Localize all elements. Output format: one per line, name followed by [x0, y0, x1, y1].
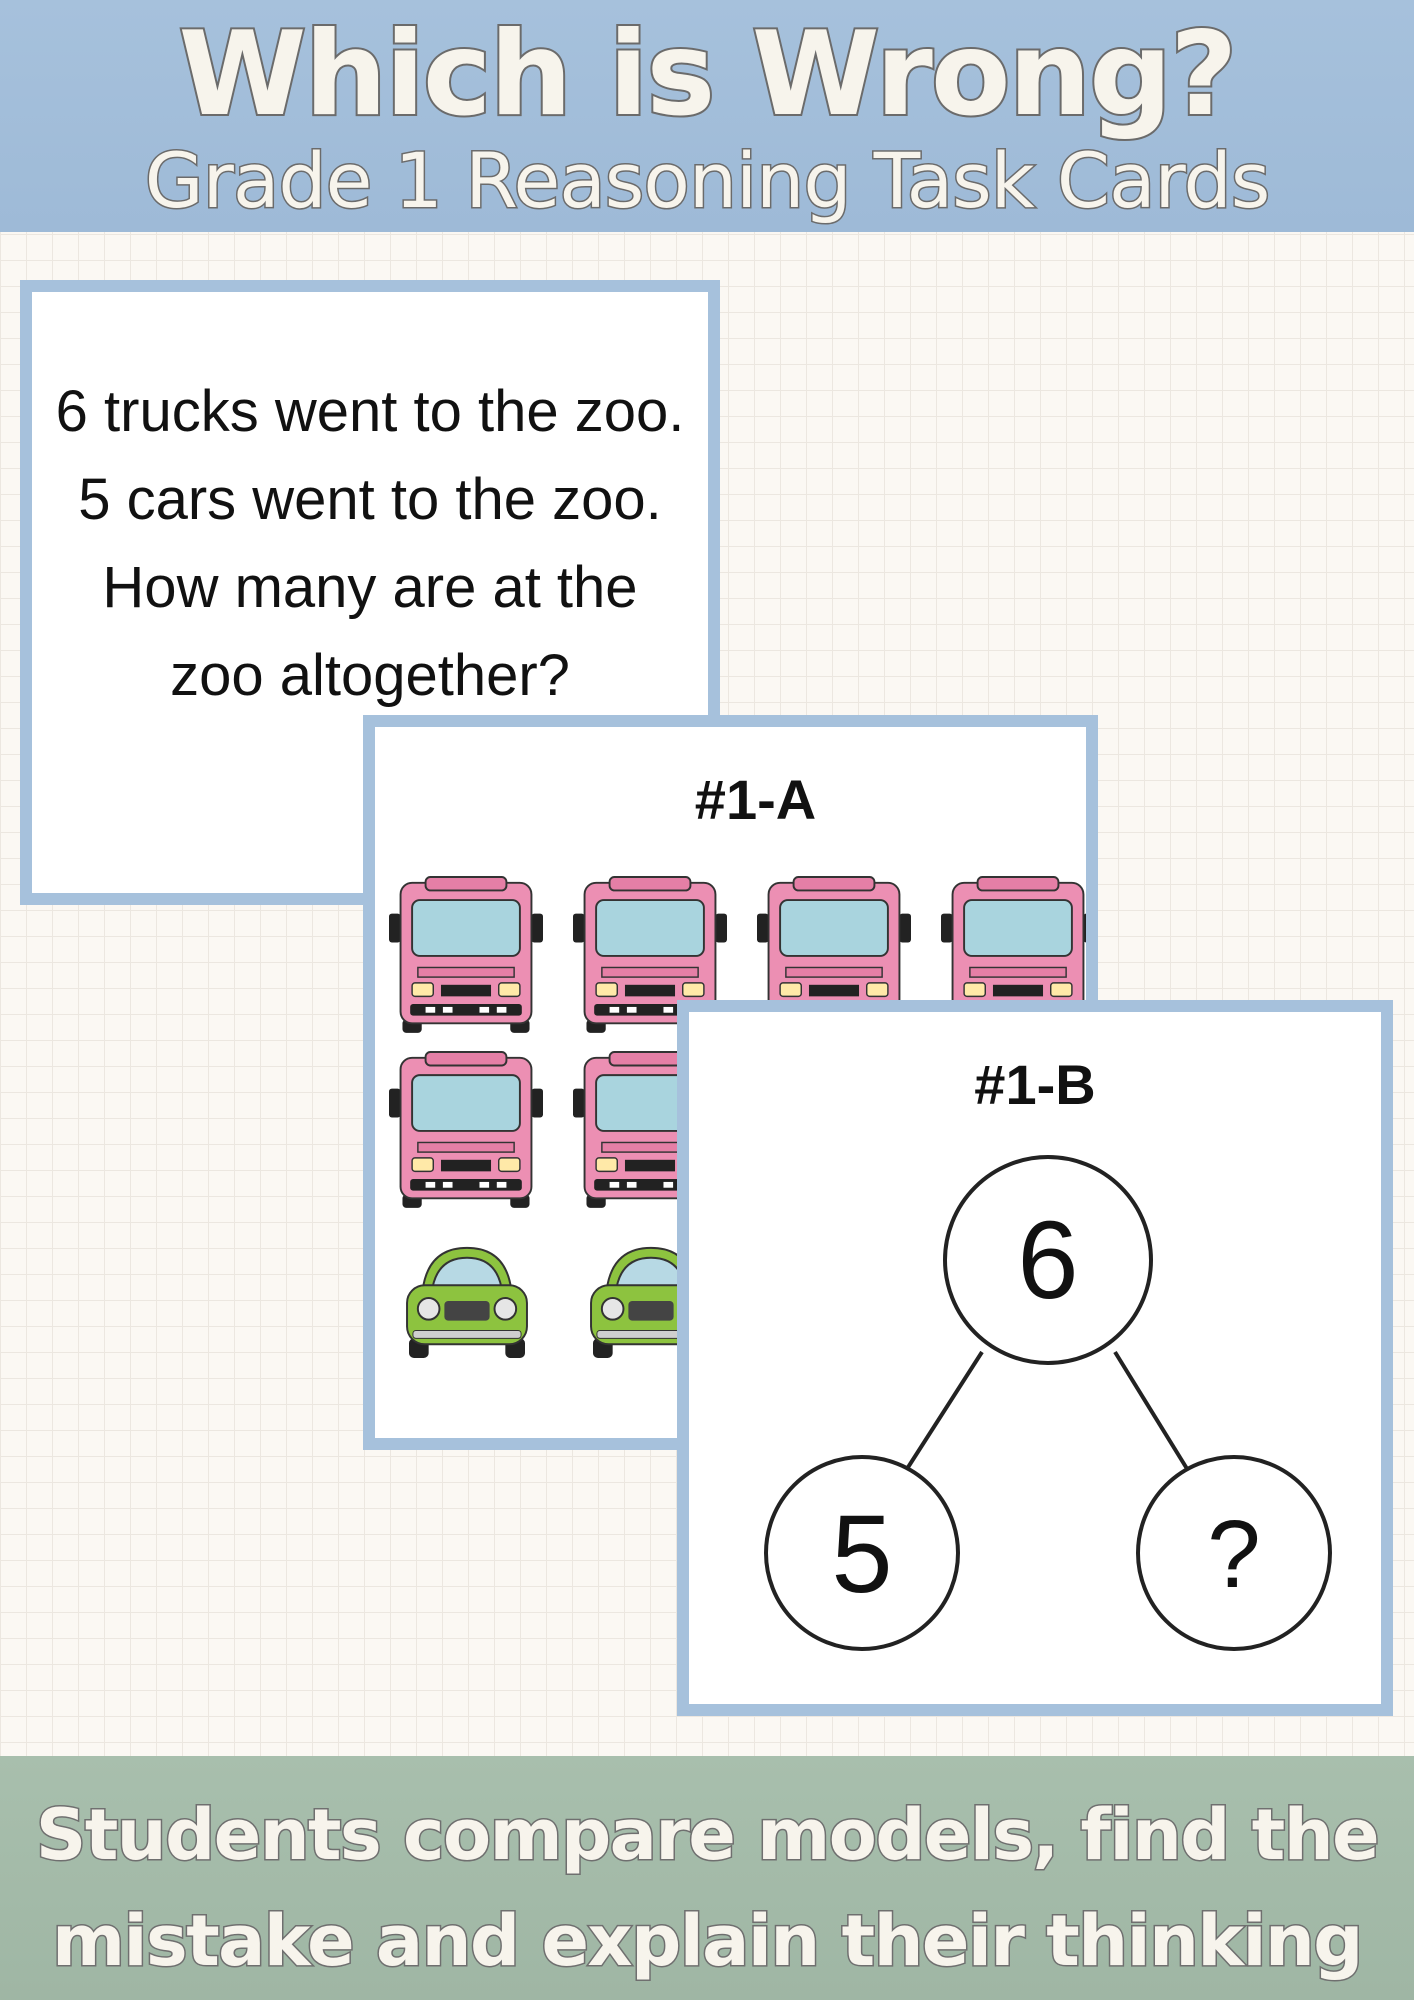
- bond-part-left-circle: [764, 1455, 960, 1651]
- footer-banner: Students compare models, find the mistak…: [0, 1756, 1414, 2000]
- model-card-b: #1-B 6 5 ?: [677, 1000, 1393, 1716]
- page-title: Which is Wrong?: [177, 7, 1240, 142]
- question-card: 6 trucks went to the zoo. 5 cars went to…: [20, 280, 720, 905]
- bond-line-right: [1113, 1350, 1191, 1474]
- bond-line-left: [903, 1350, 984, 1474]
- bond-part-right-circle: [1136, 1455, 1332, 1651]
- card-b-label: #1-B: [974, 1053, 1096, 1116]
- number-bond: 6 5 ?: [764, 1155, 1332, 1651]
- car-icon: [403, 1242, 531, 1358]
- header-banner: Which is Wrong? Grade 1 Reasoning Task C…: [0, 0, 1414, 232]
- card-a-label: #1-A: [694, 768, 817, 831]
- bond-part-right-value: ?: [1207, 1501, 1260, 1608]
- bond-part-left-value: 5: [831, 1493, 892, 1616]
- truck-icon: [389, 1050, 543, 1208]
- page-subtitle: Grade 1 Reasoning Task Cards: [143, 136, 1272, 225]
- truck-icon: [389, 875, 543, 1033]
- footer-line-2: mistake and explain their thinking: [51, 1899, 1365, 1984]
- footer-text: Students compare models, find the mistak…: [0, 1782, 1414, 1994]
- bond-whole-circle: [943, 1155, 1153, 1365]
- bond-whole-value: 6: [1017, 1199, 1078, 1322]
- footer-line-1: Students compare models, find the: [34, 1793, 1381, 1878]
- question-text: 6 trucks went to the zoo. 5 cars went to…: [55, 379, 685, 708]
